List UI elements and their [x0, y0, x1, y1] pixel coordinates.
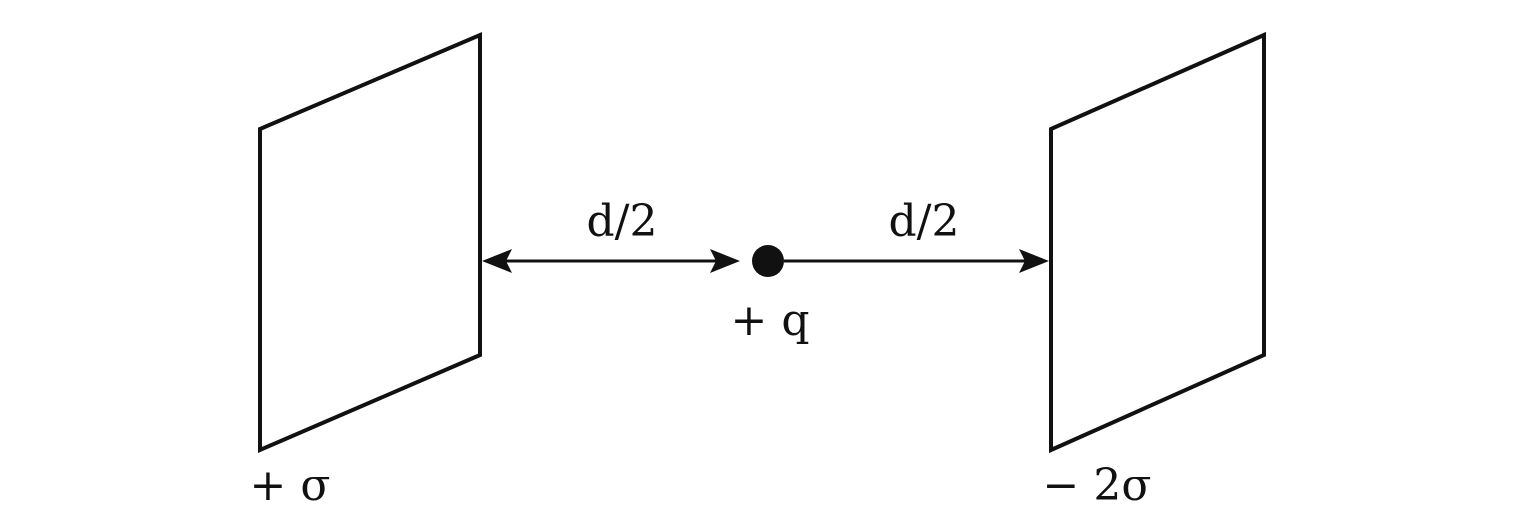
point-charge-label: + q [730, 295, 809, 346]
left-distance-label: d/2 [587, 196, 658, 247]
left-plate-label: + σ [250, 460, 331, 511]
right-distance-arrowhead [1019, 249, 1049, 273]
point-charge-dot [752, 245, 784, 277]
left-distance-arrowhead-right [710, 249, 740, 273]
right-plate [1049, 31, 1266, 454]
left-plate [258, 31, 482, 454]
right-plate-label: − 2σ [1043, 460, 1152, 511]
left-distance-arrowhead-left [482, 249, 512, 273]
right-distance-label: d/2 [889, 196, 960, 247]
